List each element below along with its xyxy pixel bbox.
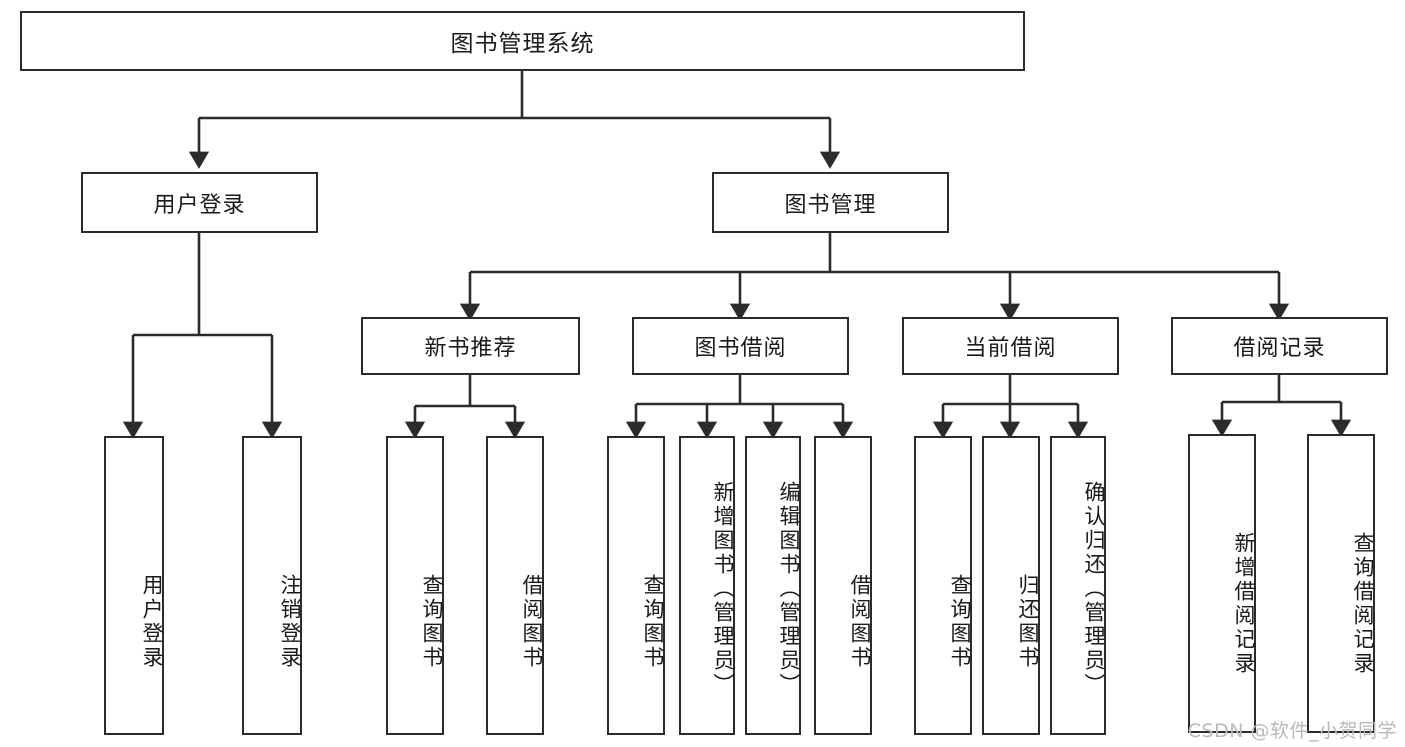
node-label: 新书推荐 bbox=[424, 336, 517, 361]
node-label: 查询借阅记录 bbox=[1351, 531, 1375, 676]
leaf-query-books-current[interactable]: 查询图书 bbox=[914, 436, 972, 735]
node-label: 图书管理系统 bbox=[450, 31, 595, 57]
node-label: 图书借阅 bbox=[694, 336, 787, 361]
node-label: 确认归还（管理员） bbox=[1082, 480, 1106, 697]
watermark-text: CSDN @软件_小贺同学 bbox=[1187, 720, 1397, 742]
node-root-book-management-system[interactable]: 图书管理系统 bbox=[20, 11, 1025, 71]
node-label: 查询图书 bbox=[641, 573, 665, 670]
node-label: 编辑图书（管理员） bbox=[777, 480, 801, 697]
leaf-confirm-return-admin[interactable]: 确认归还（管理员） bbox=[1050, 436, 1106, 735]
node-label: 用户登录 bbox=[153, 192, 246, 218]
leaf-query-books-borrow[interactable]: 查询图书 bbox=[607, 436, 665, 735]
node-label: 查询图书 bbox=[948, 573, 972, 670]
leaf-user-login[interactable]: 用户登录 bbox=[104, 436, 164, 735]
node-label: 新增图书（管理员） bbox=[711, 480, 735, 697]
node-current-borrowing[interactable]: 当前借阅 bbox=[902, 317, 1119, 375]
leaf-add-book-admin[interactable]: 新增图书（管理员） bbox=[679, 436, 735, 735]
node-new-book-recommendation[interactable]: 新书推荐 bbox=[361, 317, 580, 375]
leaf-borrow-books[interactable]: 借阅图书 bbox=[814, 436, 872, 735]
leaf-edit-book-admin[interactable]: 编辑图书（管理员） bbox=[745, 436, 801, 735]
leaf-logout[interactable]: 注销登录 bbox=[242, 436, 302, 735]
node-label: 注销登录 bbox=[278, 573, 302, 670]
node-label: 借阅图书 bbox=[520, 573, 544, 670]
node-label: 用户登录 bbox=[140, 573, 164, 670]
node-user-login[interactable]: 用户登录 bbox=[81, 172, 318, 233]
node-label: 新增借阅记录 bbox=[1232, 531, 1256, 676]
leaf-borrow-books-new-book[interactable]: 借阅图书 bbox=[486, 436, 544, 735]
node-borrowing-record[interactable]: 借阅记录 bbox=[1171, 317, 1388, 375]
node-label: 借阅记录 bbox=[1233, 336, 1326, 361]
node-label: 查询图书 bbox=[420, 573, 444, 670]
node-book-borrowing[interactable]: 图书借阅 bbox=[632, 317, 849, 375]
node-label: 当前借阅 bbox=[964, 336, 1057, 361]
node-label: 归还图书 bbox=[1016, 573, 1040, 670]
node-label: 借阅图书 bbox=[848, 573, 872, 670]
leaf-query-borrow-record[interactable]: 查询借阅记录 bbox=[1307, 434, 1375, 733]
leaf-query-books-new-book[interactable]: 查询图书 bbox=[386, 436, 444, 735]
leaf-add-borrow-record[interactable]: 新增借阅记录 bbox=[1188, 434, 1256, 733]
node-book-management[interactable]: 图书管理 bbox=[712, 172, 949, 233]
leaf-return-books[interactable]: 归还图书 bbox=[982, 436, 1040, 735]
node-label: 图书管理 bbox=[784, 192, 877, 218]
